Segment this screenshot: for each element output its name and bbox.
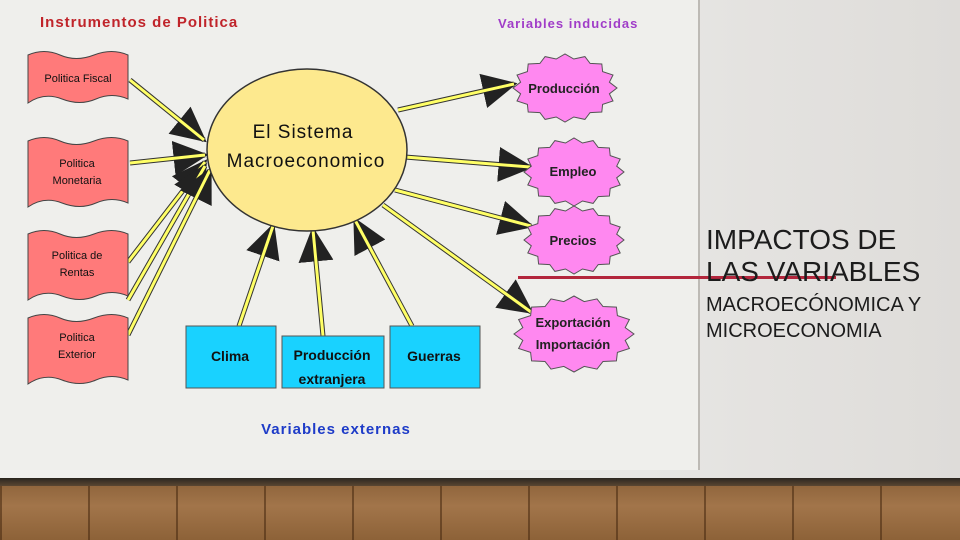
arrow-exterior-to-system-2 — [128, 170, 210, 335]
footer-external-variables: Variables externas — [261, 421, 411, 438]
arrow-clima-to-system — [239, 226, 273, 326]
external-produccion-label-2: extranjera — [299, 371, 366, 387]
banner-politica-monetaria-label-1: Politica — [59, 158, 95, 170]
arrow-system-to-produccion — [398, 84, 514, 110]
side-text-block: IMPACTOS DE LAS VARIABLES MACROECÓNOMICA… — [706, 224, 956, 344]
arrow-exterior-to-system-1 — [128, 166, 205, 300]
arrow-system-to-precios — [395, 190, 531, 226]
header-induced-variables: Variables inducidas — [498, 16, 638, 31]
center-label-line1: El Sistema — [253, 122, 354, 143]
induced-empleo-label: Empleo — [550, 164, 597, 179]
external-produccion-label-1: Producción — [293, 347, 370, 363]
policy-instruments-group: Politica Fiscal Politica Monetaria Polit… — [28, 52, 128, 385]
arrow-rentas-to-system — [128, 162, 205, 262]
induced-precios-label: Precios — [550, 233, 597, 248]
arrow-produccion-ext-to-system — [313, 230, 323, 336]
external-clima-label: Clima — [211, 348, 249, 364]
arrow-guerras-to-system — [355, 220, 412, 326]
burst-exportacion-importacion — [514, 296, 634, 372]
induced-produccion-label: Producción — [528, 81, 600, 96]
side-title: IMPACTOS DE LAS VARIABLES — [706, 224, 956, 288]
center-label-line2: Macroeconomico — [227, 151, 386, 172]
banner-politica-exterior-label-1: Politica — [59, 332, 95, 344]
external-guerras-label: Guerras — [407, 348, 461, 364]
banner-politica-rentas-label-2: Rentas — [60, 267, 95, 279]
induced-importacion-label: Importación — [536, 337, 610, 352]
diagram-panel: Instrumentos de Politica Variables induc… — [0, 0, 700, 470]
banner-politica-fiscal-label: Politica Fiscal — [44, 73, 111, 85]
macroeconomic-system-diagram: Instrumentos de Politica Variables induc… — [0, 0, 698, 470]
arrow-system-to-empleo — [405, 157, 530, 167]
wooden-floor-decoration — [0, 478, 960, 540]
induced-exportacion-label: Exportación — [535, 315, 610, 330]
banner-politica-rentas-label-1: Politica de — [52, 250, 103, 262]
banner-politica-monetaria — [28, 138, 128, 208]
banner-politica-monetaria-label-2: Monetaria — [53, 175, 103, 187]
arrow-monetaria-to-system — [130, 155, 205, 163]
header-policy-instruments: Instrumentos de Politica — [40, 14, 238, 31]
banner-politica-exterior-label-2: Exterior — [58, 349, 96, 361]
central-system-ellipse — [207, 69, 407, 231]
side-subtitle: MACROECÓNOMICA Y MICROECONOMIA — [706, 292, 956, 344]
arrow-fiscal-to-system — [130, 80, 204, 140]
banner-politica-rentas — [28, 231, 128, 301]
